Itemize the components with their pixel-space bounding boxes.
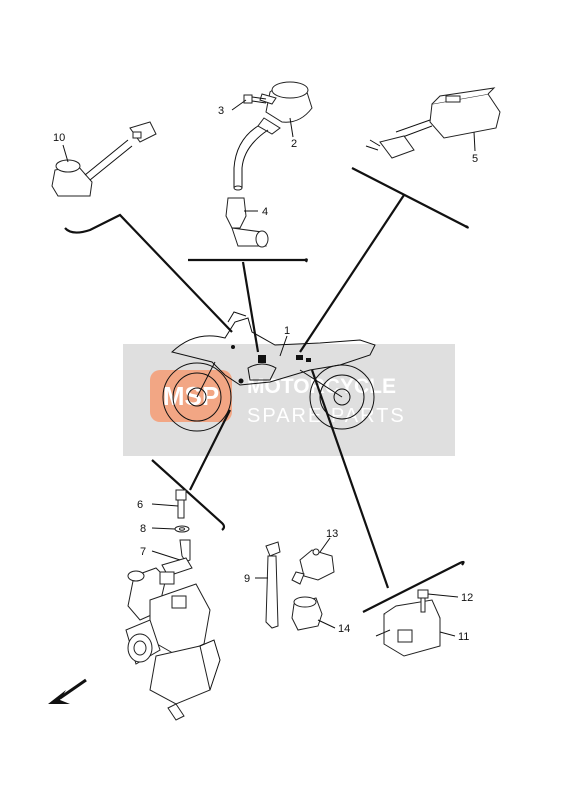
callout-5: 5 (472, 153, 478, 165)
part-3-bolt (243, 94, 267, 104)
callout-13: 13 (326, 528, 338, 540)
part-13-clamp (291, 548, 335, 585)
front-arrow-icon (48, 678, 87, 704)
part-5-cdi-unit (365, 87, 501, 159)
callout-numbers: 10 3 2 4 5 1 6 8 7 9 13 14 12 11 (53, 105, 478, 643)
watermark-badge (150, 370, 232, 422)
callout-6: 6 (137, 499, 143, 511)
watermark: MSP MOTORCYCLE SPARE PARTS (123, 344, 455, 456)
motorcycle-outline (162, 311, 376, 432)
callout-10: 10 (53, 132, 65, 144)
callout-14: 14 (338, 623, 350, 635)
callout-3: 3 (218, 105, 224, 117)
carburetor (125, 567, 221, 721)
callout-4: 4 (262, 206, 268, 218)
callout-7: 7 (140, 546, 146, 558)
callout-8: 8 (140, 523, 146, 535)
watermark-line2: SPARE PARTS (247, 405, 406, 427)
callout-12: 12 (461, 592, 473, 604)
callout-leaders (62, 99, 476, 637)
part-4-plug-cap (225, 197, 269, 248)
group-leaders (64, 167, 469, 613)
callout-1: 1 (284, 325, 290, 337)
part-6-screw (175, 489, 187, 519)
part-9-cable-tie (265, 541, 281, 629)
part-2-ignition-coil (233, 81, 313, 191)
callout-9: 9 (244, 573, 250, 585)
part-8-washer (174, 525, 190, 533)
watermark-badge-text: MSP (163, 381, 219, 411)
part-10-sensor (51, 121, 157, 197)
watermark-line1: MOTORCYCLE (247, 375, 396, 398)
callout-11: 11 (458, 631, 469, 643)
part-11-relay (375, 599, 441, 657)
part-7-bracket (161, 539, 193, 577)
callout-2: 2 (291, 138, 297, 150)
part-14-holder (291, 596, 323, 631)
